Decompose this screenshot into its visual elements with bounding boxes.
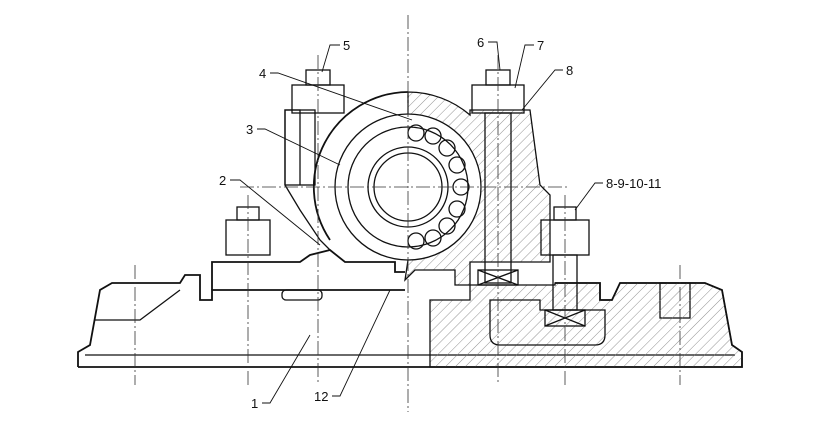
leader-lines bbox=[230, 41, 603, 404]
rolling-balls bbox=[407, 124, 470, 250]
callout-8: 8 bbox=[566, 63, 573, 78]
housing-body bbox=[211, 91, 551, 290]
callout-5: 5 bbox=[343, 38, 350, 53]
base-plate bbox=[77, 274, 743, 368]
callout-4: 4 bbox=[259, 66, 266, 81]
callout-6: 6 bbox=[477, 35, 484, 50]
callout-12: 12 bbox=[314, 389, 328, 404]
callout-7: 7 bbox=[537, 38, 544, 53]
centerlines bbox=[134, 15, 681, 412]
callout-labels: 5 4 3 2 6 7 8 8-9-10-11 1 12 bbox=[219, 35, 661, 411]
callout-1: 1 bbox=[251, 396, 258, 411]
callout-8-9-10-11: 8-9-10-11 bbox=[606, 176, 661, 191]
callout-2: 2 bbox=[219, 173, 226, 188]
callout-3: 3 bbox=[246, 122, 253, 137]
